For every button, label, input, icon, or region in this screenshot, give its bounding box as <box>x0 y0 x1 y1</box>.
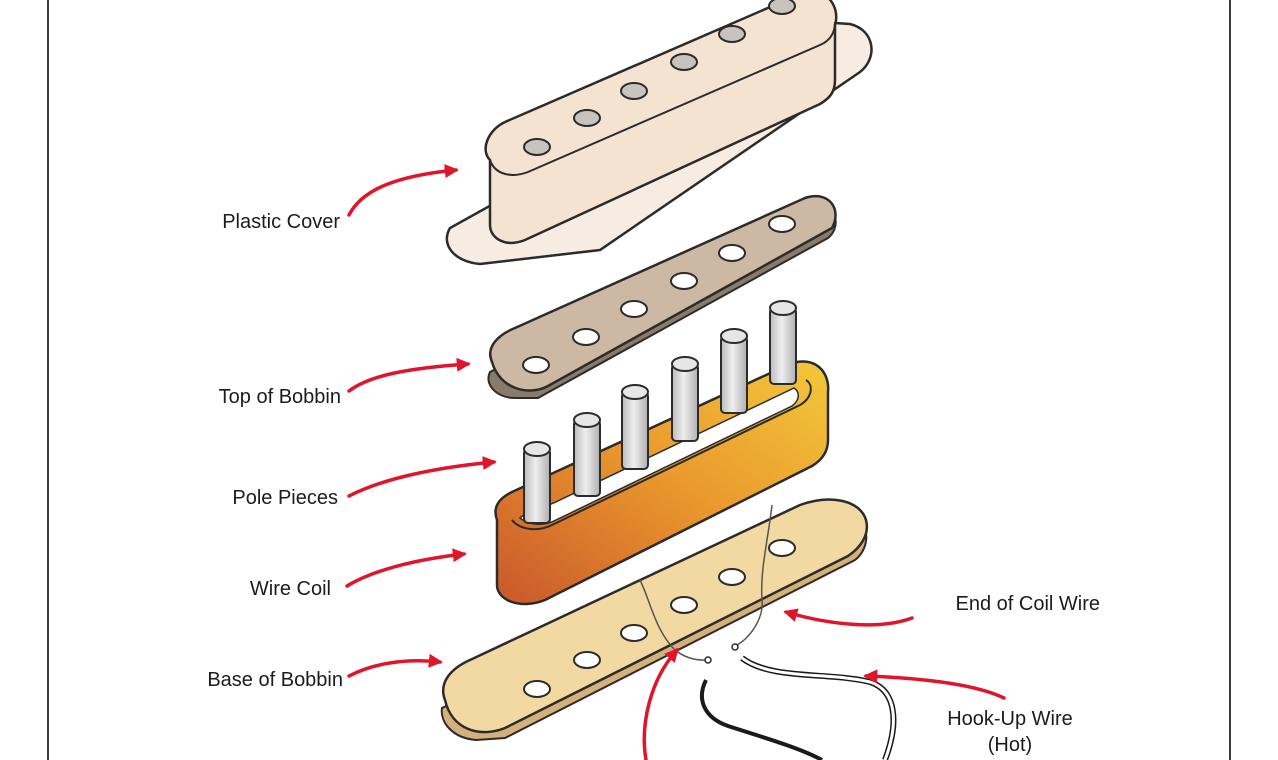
label-end-of-coil-wire: End of Coil Wire <box>955 593 1101 615</box>
pole-pieces <box>523 300 797 524</box>
pole-piece <box>523 441 551 524</box>
pole-piece <box>671 356 699 442</box>
ground-wire <box>700 679 823 760</box>
label-hook-up-wire: Hook-Up Wire <box>947 708 1073 730</box>
cover-holes <box>523 0 796 156</box>
label-base-of-bobbin: Base of Bobbin <box>207 669 343 691</box>
hot-wire <box>740 655 897 760</box>
arrow-pole-pieces <box>347 456 497 498</box>
pole-piece <box>573 412 601 497</box>
label-wire-coil: Wire Coil <box>249 578 331 600</box>
arrow-plastic-cover <box>347 164 459 217</box>
pole-piece <box>720 328 748 414</box>
label-plastic-cover: Plastic Cover <box>222 211 340 233</box>
base-of-bobbin <box>440 498 869 742</box>
coil-wire-start <box>734 504 773 647</box>
arrow-wire-coil <box>345 548 467 588</box>
arrow-base-of-bobbin <box>347 653 443 678</box>
right-frame-border <box>1229 0 1231 760</box>
arrow-end-of-coil-wire <box>783 608 914 627</box>
arrow-hook-up-wire <box>863 669 1006 700</box>
label-hook-up-wire-note: (Hot) <box>987 734 1033 756</box>
pole-piece <box>621 384 649 470</box>
left-frame-border <box>47 0 49 760</box>
label-top-of-bobbin: Top of Bobbin <box>218 386 341 408</box>
base-holes <box>523 539 796 698</box>
arrows <box>345 164 1006 760</box>
arrow-ground-connection <box>642 647 679 760</box>
top-of-bobbin <box>487 195 837 399</box>
plastic-cover <box>445 0 873 266</box>
label-pole-pieces: Pole Pieces <box>232 487 338 509</box>
bobbin-top-holes <box>522 215 796 374</box>
arrow-top-of-bobbin <box>347 357 471 393</box>
hook-up-wires <box>700 655 897 760</box>
pole-piece <box>769 300 797 385</box>
